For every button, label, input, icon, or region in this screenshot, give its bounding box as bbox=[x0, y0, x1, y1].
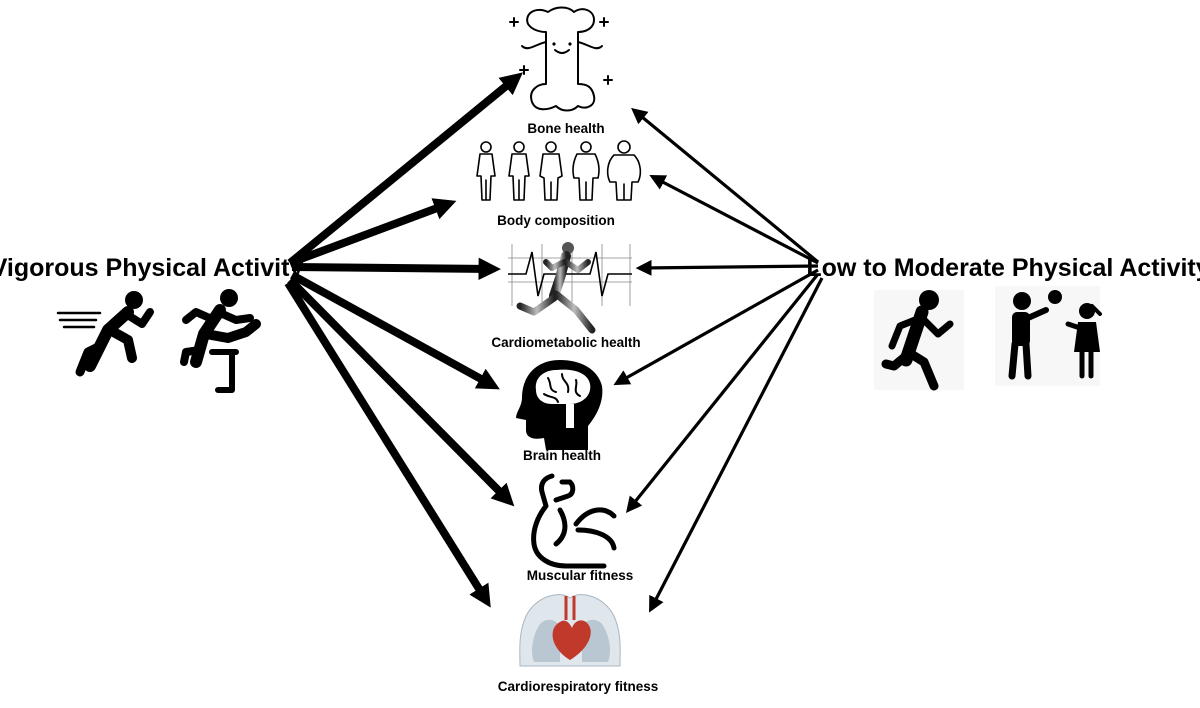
arrow-vigorous-brain bbox=[290, 271, 500, 390]
outcome-label-body: Body composition bbox=[497, 213, 615, 228]
arrow-moderate-body bbox=[649, 175, 819, 265]
arrow-vigorous-body bbox=[288, 198, 457, 267]
arrow-vigorous-muscle bbox=[287, 277, 515, 507]
moderate-arrows bbox=[613, 107, 824, 613]
arrow-moderate-brain bbox=[613, 268, 819, 386]
outcome-label-bone: Bone health bbox=[527, 121, 604, 136]
arrow-moderate-resp bbox=[649, 277, 824, 613]
arrow-vigorous-bone bbox=[287, 72, 523, 267]
hurdler-icon bbox=[180, 289, 261, 393]
outcome-label-brain: Brain health bbox=[523, 448, 601, 463]
moderate-label: Low to Moderate Physical Activity bbox=[806, 254, 1200, 282]
arrow-vigorous-resp bbox=[284, 280, 491, 608]
outcome-label-resp: Cardiorespiratory fitness bbox=[498, 679, 659, 694]
arrow-moderate-bone bbox=[631, 107, 820, 264]
sprinter-icon bbox=[56, 291, 154, 377]
vigorous-arrows bbox=[284, 72, 523, 608]
children-playing-ball-icon bbox=[995, 286, 1102, 386]
arrow-moderate-muscle bbox=[625, 272, 820, 513]
vigorous-label: Vigorous Physical Activity bbox=[0, 254, 303, 282]
flexed-arm-icon bbox=[531, 473, 617, 569]
arrow-vigorous-cardio bbox=[291, 257, 501, 281]
bone-icon bbox=[509, 6, 613, 112]
ecg-runner-icon bbox=[508, 242, 632, 334]
outcome-label-cardio: Cardiometabolic health bbox=[491, 335, 640, 350]
runner-icon bbox=[874, 290, 964, 391]
heart-lungs-icon bbox=[519, 594, 621, 667]
brain-icon bbox=[516, 360, 603, 450]
outcome-label-muscle: Muscular fitness bbox=[527, 568, 634, 583]
body-shapes-icon bbox=[476, 140, 642, 201]
arrow-moderate-cardio bbox=[635, 259, 819, 276]
